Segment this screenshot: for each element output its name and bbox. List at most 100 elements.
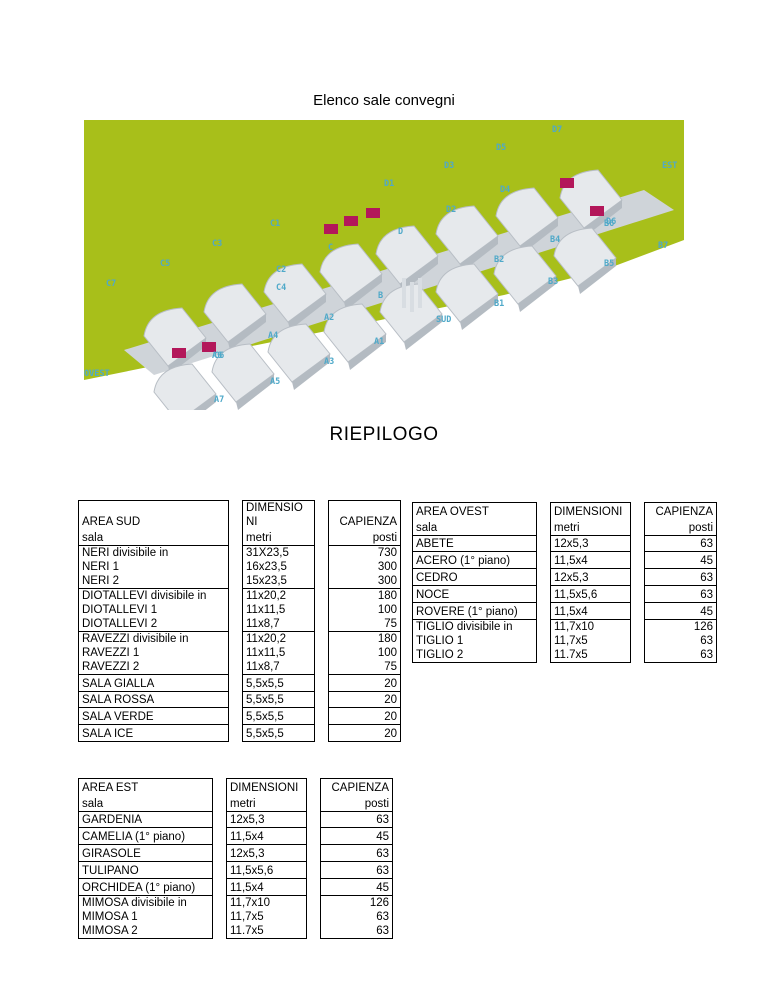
tower bbox=[418, 278, 422, 308]
column-gap bbox=[213, 779, 227, 795]
column-gap bbox=[315, 545, 329, 588]
map-label: EST bbox=[662, 161, 677, 171]
column-gap bbox=[213, 895, 227, 938]
column-gap bbox=[631, 519, 645, 535]
column-gap bbox=[315, 708, 329, 725]
column-gap bbox=[213, 828, 227, 845]
room-capacity: 20 bbox=[328, 691, 401, 709]
metri-subheader: metri bbox=[242, 529, 315, 546]
column-gap bbox=[307, 828, 321, 845]
hall-side bbox=[292, 354, 330, 390]
column-gap bbox=[537, 619, 551, 662]
room-capacity: 20 bbox=[328, 724, 401, 742]
map-label: D bbox=[398, 227, 403, 237]
map-label: A5 bbox=[270, 377, 280, 387]
hall-side bbox=[460, 236, 498, 272]
column-gap bbox=[229, 545, 243, 588]
sala-subheader: sala bbox=[78, 529, 229, 546]
sala-subheader: sala bbox=[412, 518, 537, 536]
column-gap bbox=[315, 725, 329, 742]
hall-side bbox=[168, 338, 206, 374]
hall-shape bbox=[553, 227, 617, 287]
column-gap bbox=[229, 631, 243, 674]
accent-block bbox=[560, 178, 574, 188]
hall-side bbox=[236, 374, 274, 410]
hall-side bbox=[344, 274, 382, 310]
room-dimensions: 11,5x4 bbox=[226, 878, 307, 896]
map-label: D5 bbox=[496, 143, 506, 153]
map-label: B1 bbox=[494, 299, 504, 309]
capacity-header: CAPIENZA bbox=[328, 500, 401, 529]
column-gap bbox=[315, 674, 329, 691]
map-label: C6 bbox=[214, 351, 224, 361]
column-gap bbox=[315, 588, 329, 631]
area-header: AREA OVEST bbox=[412, 501, 537, 519]
tower bbox=[410, 282, 414, 312]
room-capacity: 63 bbox=[320, 844, 393, 862]
column-gap bbox=[213, 811, 227, 828]
column-gap bbox=[229, 501, 243, 530]
room-capacity: 63 bbox=[644, 568, 717, 586]
map-label: B7 bbox=[658, 241, 668, 251]
room-capacity: 45 bbox=[644, 602, 717, 620]
room-dimensions: 12x5,3 bbox=[226, 811, 307, 829]
room-dimensions: 11,5x4 bbox=[226, 827, 307, 846]
room-name: TULIPANO bbox=[78, 861, 213, 879]
posti-subheader: posti bbox=[328, 529, 401, 546]
map-label: C5 bbox=[160, 259, 170, 269]
hall-side bbox=[348, 334, 386, 370]
room-dimensions: 5,5x5,5 bbox=[242, 724, 315, 742]
hall-shape bbox=[319, 243, 383, 303]
map-label: A2 bbox=[324, 313, 334, 323]
column-gap bbox=[229, 674, 243, 691]
map-label: C2 bbox=[276, 265, 286, 275]
column-gap bbox=[631, 569, 645, 586]
hall-shape bbox=[203, 283, 267, 343]
hall-side bbox=[288, 294, 326, 330]
room-name: SALA ICE bbox=[78, 724, 229, 742]
metri-subheader: metri bbox=[226, 794, 307, 812]
summary-title: RIEPILOGO bbox=[329, 424, 439, 445]
room-capacity: 45 bbox=[644, 551, 717, 570]
hall-side bbox=[460, 294, 498, 330]
hall-shape bbox=[435, 263, 499, 323]
posti-subheader: posti bbox=[320, 794, 393, 812]
hall-shape bbox=[435, 205, 499, 265]
room-name: CEDRO bbox=[412, 568, 537, 586]
column-gap bbox=[229, 691, 243, 708]
map-label: A6 bbox=[212, 351, 222, 361]
room-name: ACERO (1° piano) bbox=[412, 551, 537, 570]
accent-block bbox=[590, 206, 604, 216]
posti-subheader: posti bbox=[644, 518, 717, 536]
map-label: D1 bbox=[384, 179, 394, 189]
hall-side bbox=[578, 258, 616, 294]
column-gap bbox=[537, 503, 551, 519]
hall-shape bbox=[559, 169, 623, 229]
map-label: B3 bbox=[548, 277, 558, 287]
column-gap bbox=[631, 585, 645, 602]
hall-shape bbox=[493, 245, 557, 305]
map-label: B2 bbox=[494, 255, 504, 265]
map-label: C bbox=[328, 243, 333, 253]
page-title: Elenco sale convegni bbox=[313, 92, 455, 109]
capacity-header: CAPIENZA bbox=[320, 777, 393, 795]
map-label: D3 bbox=[444, 161, 454, 171]
room-name: GARDENIA bbox=[78, 811, 213, 829]
metri-subheader: metri bbox=[550, 518, 631, 536]
room-dimensions: 11,5x5,6 bbox=[550, 585, 631, 603]
tower bbox=[402, 278, 406, 308]
hall-shape bbox=[211, 343, 275, 403]
column-gap bbox=[537, 569, 551, 586]
hall-side bbox=[228, 314, 266, 350]
